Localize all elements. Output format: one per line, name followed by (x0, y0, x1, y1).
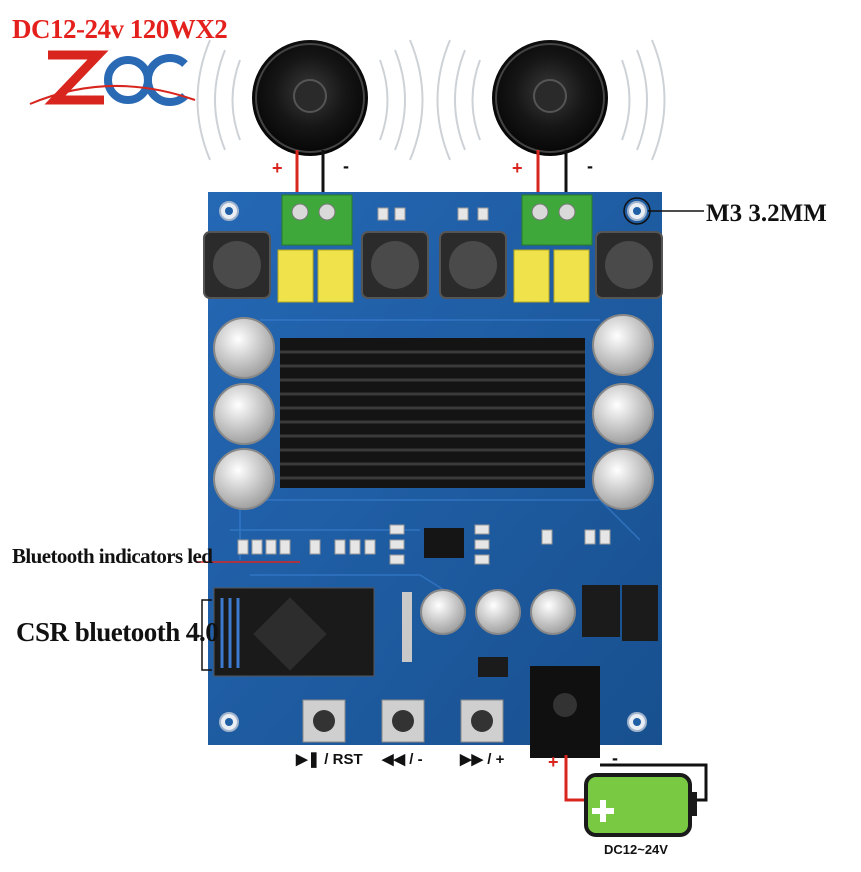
product-title: DC12-24v 120WX2 (12, 14, 228, 44)
mount-hole-callout: M3 3.2MM (706, 200, 827, 227)
bluetooth-module-callout: CSR bluetooth 4.0 (16, 617, 219, 647)
film-capacitors (277, 249, 590, 303)
sound-waves (196, 39, 666, 161)
speaker-terminals (281, 194, 593, 246)
previous-track-icon: ◀◀ (382, 751, 406, 768)
ic-chip (424, 528, 464, 558)
push-buttons (302, 699, 504, 743)
polarity-minus-right: - (587, 156, 593, 176)
diode (622, 585, 658, 641)
button-label-play-pause: ▶❚ / RST (296, 751, 363, 768)
header-pins (402, 592, 412, 662)
bluetooth-module (213, 587, 375, 677)
next-track-icon: ▶▶ (460, 751, 484, 768)
bluetooth-led-callout: Bluetooth indicators led (12, 544, 213, 568)
polarity-plus-right: + (512, 158, 523, 178)
polarity-plus-left: + (272, 158, 283, 178)
battery-icon (584, 773, 697, 837)
mounting-holes (219, 201, 647, 732)
polarity-plus-power: + (548, 752, 559, 772)
regulator (582, 585, 620, 637)
electrolytic-capacitors (213, 314, 654, 635)
play-pause-icon: ▶❚ (296, 751, 321, 768)
speaker-right (492, 40, 608, 156)
power-voltage-label: DC12~24V (604, 842, 668, 857)
smd-components (237, 207, 611, 565)
speaker-left (252, 40, 368, 156)
zqc-logo (29, 50, 196, 106)
button-label-next: ▶▶ / + (460, 751, 505, 768)
button-label-previous: ◀◀ / - (382, 751, 423, 768)
polarity-minus-power: - (612, 748, 618, 768)
polarity-minus-left: - (343, 156, 349, 176)
